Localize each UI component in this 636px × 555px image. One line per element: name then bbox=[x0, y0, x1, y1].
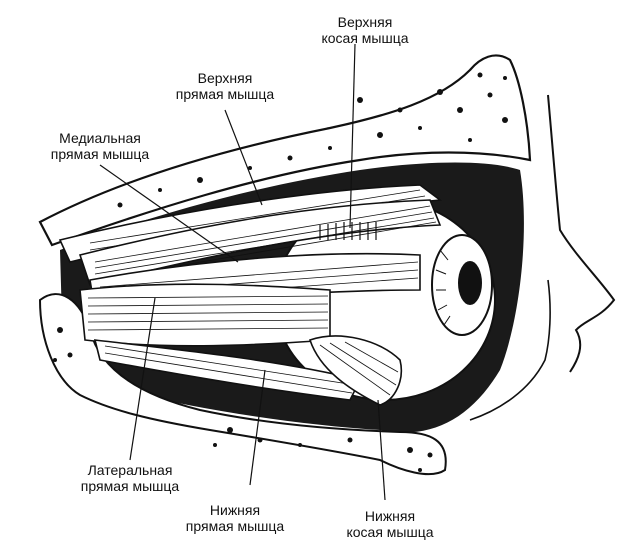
inferior-oblique-fibers bbox=[319, 341, 399, 396]
cheek-outline bbox=[469, 279, 551, 421]
orbital-roof-bone bbox=[38, 54, 532, 247]
leader-lateral-rectus bbox=[129, 297, 156, 461]
iris-rays bbox=[435, 249, 451, 326]
label-superior-rectus: Верхняя прямая мышца bbox=[175, 70, 275, 102]
label-inferior-oblique: Нижняя косая мышца bbox=[346, 508, 434, 540]
label-superior-oblique: Верхняя косая мышца bbox=[321, 14, 409, 46]
label-inferior-rectus: Нижняя прямая мышца bbox=[185, 502, 285, 534]
roof-bone-texture bbox=[117, 72, 508, 208]
floor-bone-texture bbox=[53, 327, 433, 472]
nose-profile-outline bbox=[547, 94, 616, 373]
leader-inferior-rectus bbox=[249, 369, 266, 486]
leader-superior-oblique bbox=[349, 43, 356, 229]
label-lateral-rectus: Латеральная прямая мышца bbox=[80, 462, 180, 494]
superior-tendon-marks bbox=[319, 222, 377, 240]
pupil bbox=[458, 261, 482, 305]
leader-medial-rectus bbox=[99, 164, 239, 263]
leader-lines bbox=[99, 43, 386, 501]
lateral-rectus-fibers bbox=[87, 295, 329, 331]
leader-inferior-oblique bbox=[377, 399, 386, 501]
label-medial-rectus: Медиальная прямая мышца bbox=[50, 130, 150, 162]
leader-superior-rectus bbox=[224, 109, 263, 206]
orbital-floor-bone bbox=[38, 293, 447, 476]
lateral-rectus-muscle bbox=[79, 283, 331, 347]
